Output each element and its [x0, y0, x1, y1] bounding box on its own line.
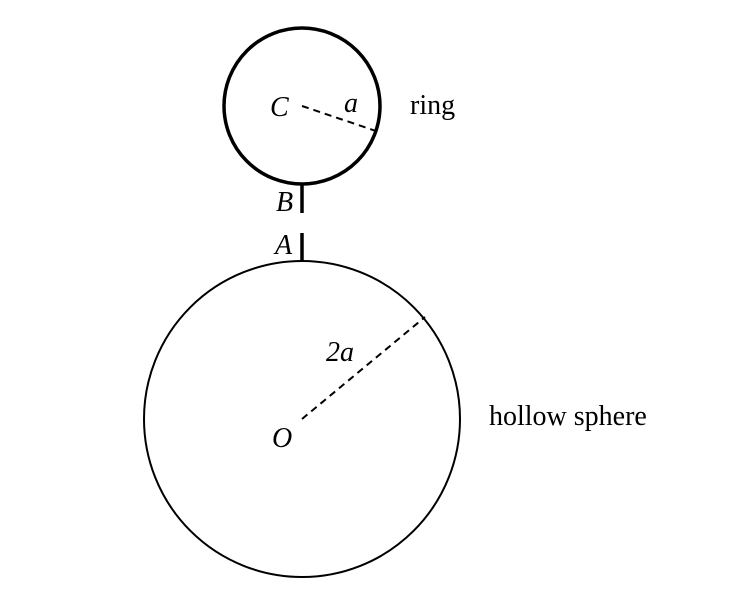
label-center-ring: C	[270, 92, 289, 123]
sphere-radius-line	[301, 316, 426, 420]
label-sphere: hollow sphere	[489, 401, 647, 432]
label-center-sphere: O	[272, 423, 292, 454]
label-ring: ring	[410, 90, 455, 121]
label-point-b: B	[276, 187, 293, 218]
ring-radius-line	[301, 105, 380, 133]
label-radius-ring: a	[344, 88, 358, 119]
label-radius-sphere: 2a	[326, 337, 354, 368]
label-point-a: A	[273, 230, 293, 261]
